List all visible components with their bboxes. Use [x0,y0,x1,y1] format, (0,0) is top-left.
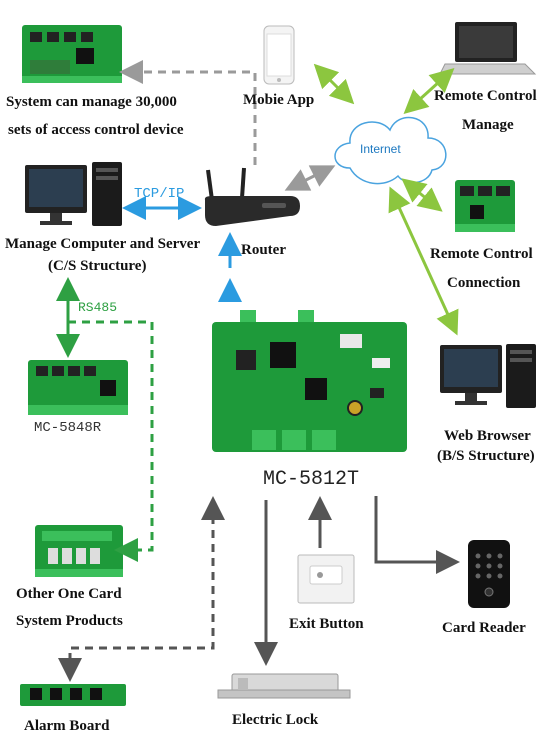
mc5812t-label: MC-5812T [263,468,360,491]
mc5848r-label: MC-5848R [34,420,102,436]
rs485-label: RS485 [78,300,118,315]
router-icon [204,167,300,226]
electric-lock-icon [217,673,351,699]
mobile-phone-icon [263,25,295,85]
exit-button-icon [297,554,355,604]
laptop-icon [439,22,537,75]
management-link-arrow [119,60,257,165]
rs485-other-products-arrow [68,320,154,562]
card-reader-icon [468,540,510,608]
manage-computer-label-line1: Manage Computer and Server [5,236,201,252]
other-products-label-line2: System Products [16,613,123,629]
mobile-internet-arrow [313,63,355,105]
mc5848r-board-icon [28,360,128,415]
card-reader-arrow [374,496,460,574]
manage-computer-icon [25,162,122,226]
remote-control-connection-label-line2: Connection [447,275,521,291]
alarm-board-label: Alarm Board [24,718,110,734]
web-browser-label-line2: (B/S Structure) [437,448,535,464]
other-products-label-line1: Other One Card [16,586,122,602]
remote-controller-board-icon [455,180,515,232]
mobile-app-label: Mobie App [243,92,315,108]
internet-label: Internet [360,142,401,156]
remote-control-manage-label-line1: Remote Control [434,88,537,104]
web-browser-computer-icon [440,344,536,408]
browser-internet-arrow [388,186,459,336]
router-label: Router [241,242,286,258]
exit-button-label: Exit Button [289,616,364,632]
router-internet-arrow [284,165,336,191]
tcp-ip-label: TCP/IP [134,186,185,202]
web-browser-label-line1: Web Browser [444,428,531,444]
electric-lock-label: Electric Lock [232,712,319,728]
mc5812t-main-board-icon [212,310,407,452]
laptop-internet-arrow [403,67,455,115]
access-controller-board-icon [22,25,122,83]
remote-board-internet-arrow [401,178,443,212]
alarm-board-arrow [58,496,225,682]
alarm-board-icon [20,684,126,706]
remote-control-manage-label-line2: Manage [462,117,514,133]
other-products-board-icon [35,525,123,577]
manage-computer-label-line2: (C/S Structure) [48,258,147,274]
system-manage-label-line2: sets of access control device [8,122,184,138]
remote-control-connection-label-line1: Remote Control [430,246,533,262]
card-reader-label: Card Reader [442,620,526,636]
system-manage-label-line1: System can manage 30,000 [6,94,177,110]
internet-cloud-icon [334,116,447,185]
